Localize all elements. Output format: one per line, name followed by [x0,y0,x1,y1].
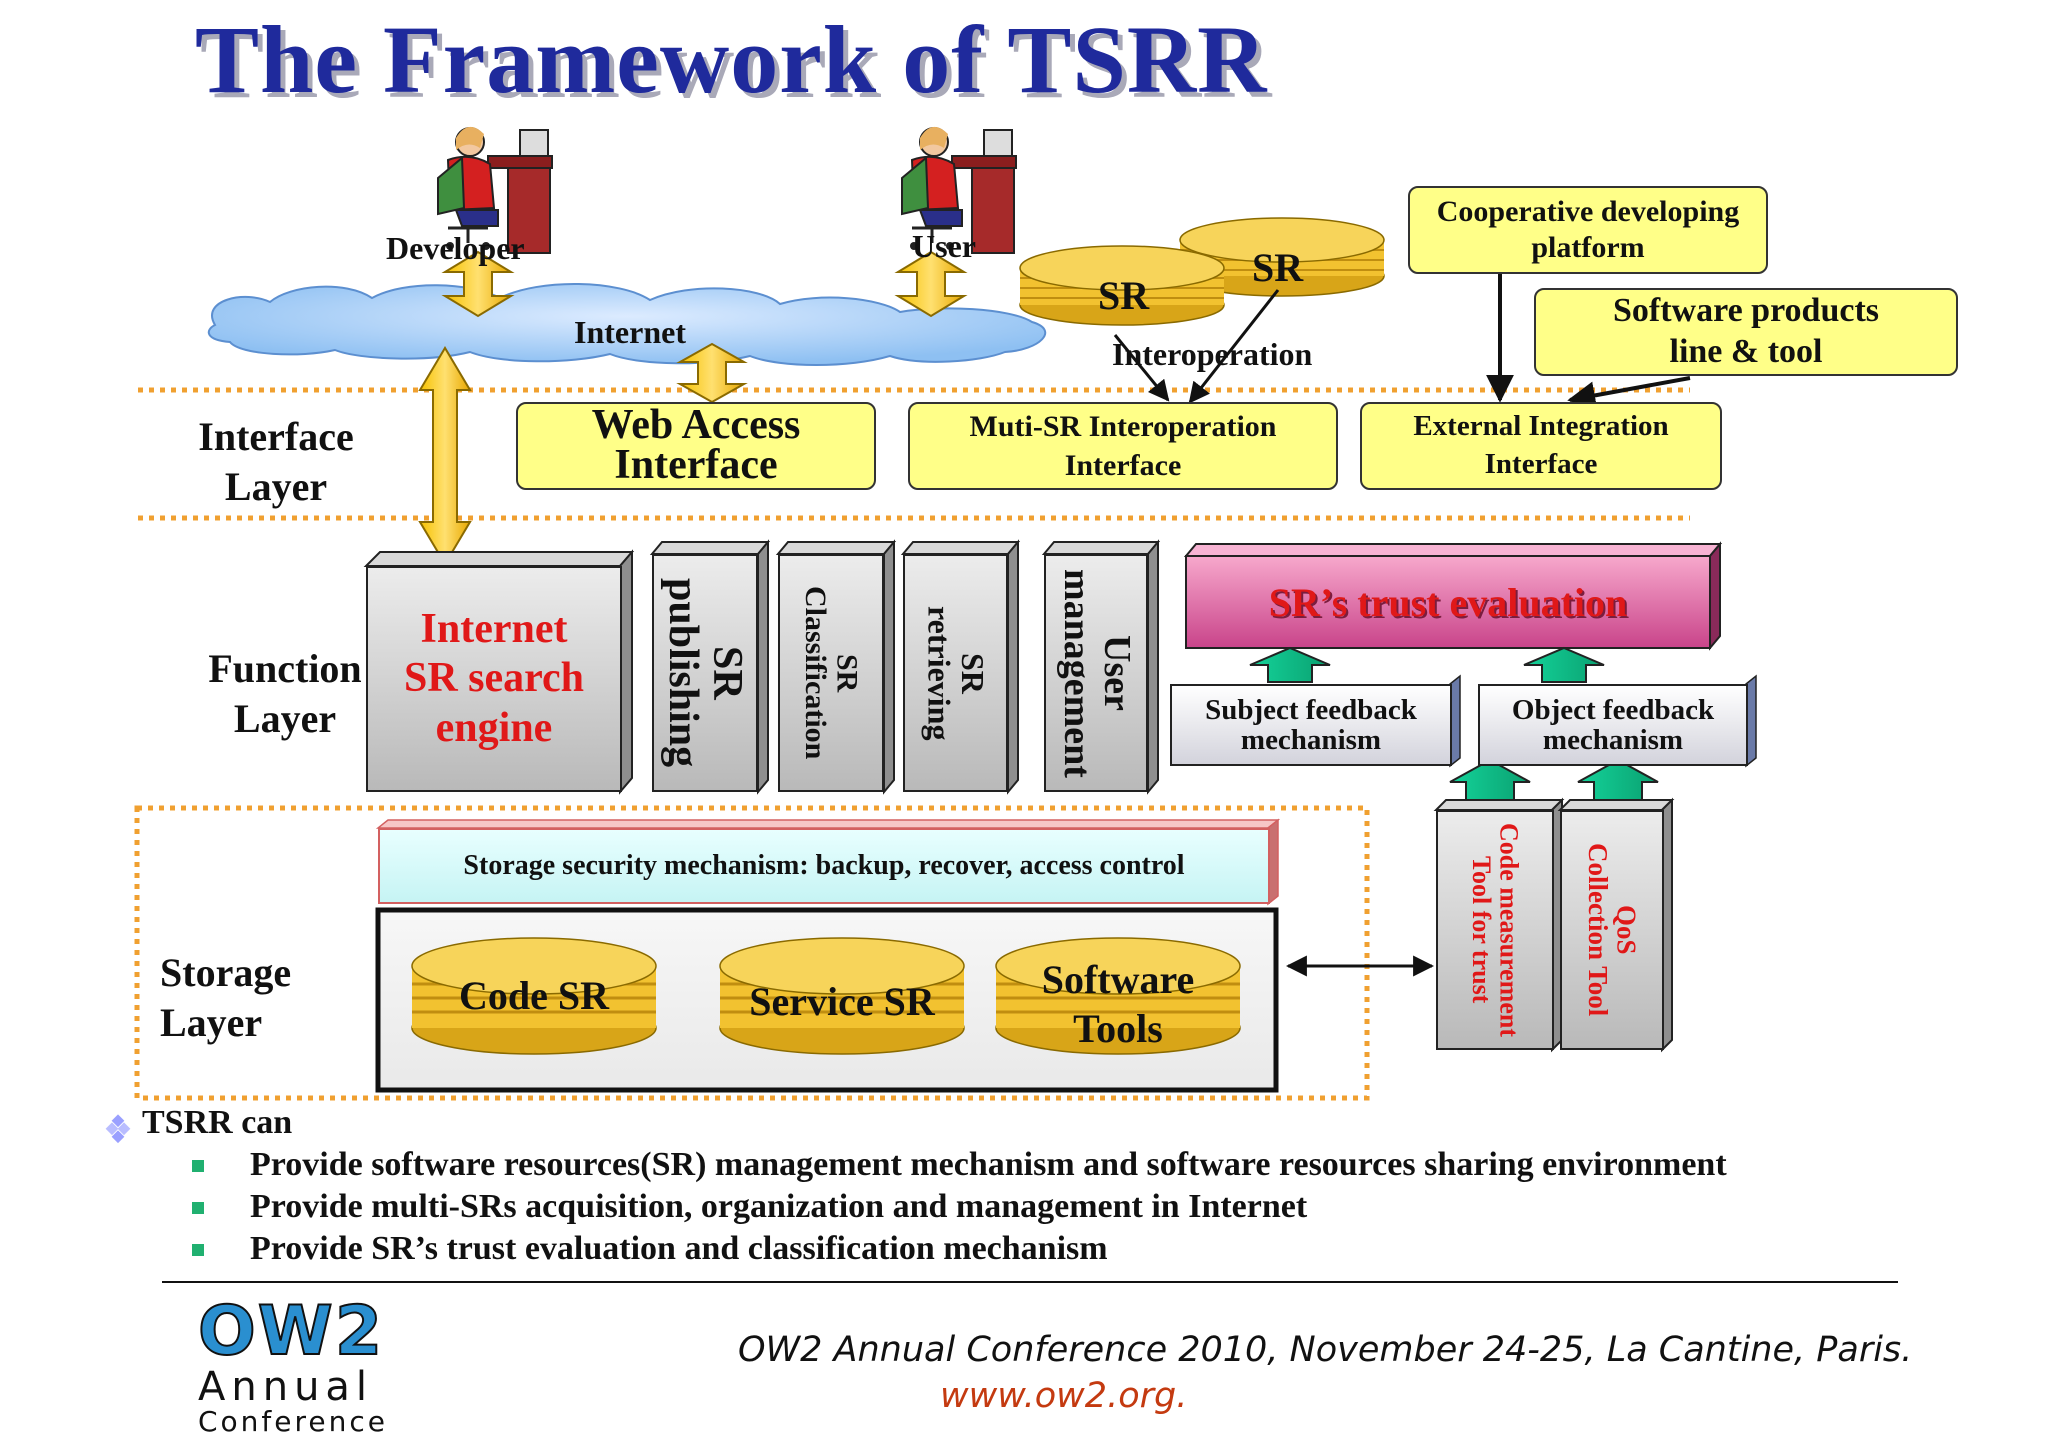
trust-evaluation-3d [1183,541,1723,651]
software-products-box: Software products line & tool [1534,288,1958,376]
footer-url[interactable]: www.ow2.org. [940,1376,1188,1416]
qos-collection-tool-box: QoS Collection Tool [1560,810,1664,1050]
subject-feedback-box: Subject feedback mechanism [1170,684,1452,766]
search-engine-label: Internet SR search engine [403,605,585,751]
bullet-item-3: Provide SR’s trust evaluation and classi… [250,1230,1108,1267]
software-tools-label: Software Tools [1041,957,1195,1051]
storage-layer-dotted-frame [134,805,1370,1101]
square-bullet-icon [192,1202,204,1214]
square-bullet-icon [192,1244,204,1256]
page-title: The Framework of TSRR [195,6,1268,113]
security-box-top [375,819,1281,829]
user-label: User [912,228,976,264]
products-to-external-arrow [1567,376,1691,410]
user-management-module: User management [1044,554,1148,792]
storage-security-box: Storage security mechanism: backup, reco… [378,828,1270,904]
database-disk-icon [411,937,657,1055]
code-tool-top [1433,799,1565,811]
bullet-heading: TSRR can [142,1104,293,1141]
interop-arrow-left [1113,334,1170,402]
footer-conference: OW2 Annual Conference 2010, November 24-… [738,1330,1913,1370]
classification-3d [775,539,897,795]
interoperation-label: Interoperation [1112,336,1313,372]
internet-webaccess-arrow [676,342,748,404]
ow2-annual-logo: OW2 Annual Conference [197,1292,428,1436]
square-bullet-icon [192,1160,204,1172]
green-arrow-subject [1249,646,1331,683]
logo-annual: Annual [198,1364,374,1410]
function-layer-label: Function Layer [208,646,362,741]
diamond-bullet-icon [105,1114,131,1144]
object-feedback-box: Object feedback mechanism [1478,684,1748,766]
web-access-interface-box: Web Access Interface [516,402,876,490]
database-disk-icon [995,937,1241,1055]
green-arrow-object [1523,646,1605,683]
trust-evaluation-label: SR’s trust evaluation [1268,579,1628,625]
sr-disk-label-right: SR [1252,245,1304,290]
interop-arrow-right [1188,289,1280,404]
qos-collection-tool-label: QoS Collection Tool [1583,843,1642,1017]
internet-searchengine-arrow [418,346,472,566]
cooperative-platform-box: Cooperative developing platform [1408,186,1768,274]
person-at-desk-icon [901,126,1017,254]
code-measurement-tool-label: Code measurement Tool for trust [1467,823,1524,1037]
code-measurement-tool-box: Code measurement Tool for trust [1436,810,1554,1050]
person-at-desk-icon [437,126,553,254]
logo-ow2: OW2 [197,1292,385,1371]
user-mgmt-3d [1041,539,1161,795]
service-sr-label: Service SR [749,979,935,1024]
sr-publishing-module: SR publishing [652,554,758,792]
database-disk-icon [719,937,965,1055]
search-engine-module: Internet SR search engine [366,566,622,792]
database-disk-icon [1019,245,1225,326]
logo-conference: Conference [198,1405,389,1438]
sr-classification-module: SR Classification [778,554,884,792]
bullet-item-2: Provide multi-SRs acquisition, organizat… [250,1188,1308,1225]
external-integration-interface-box: External Integration Interface [1360,402,1722,490]
retrieving-3d [900,539,1021,795]
multi-sr-interface-box: Muti-SR Interoperation Interface [908,402,1338,490]
storage-layer-label: Storage Layer [160,950,292,1045]
sr-retrieving-module: SR retrieving [903,554,1008,792]
code-sr-label: Code SR [458,973,610,1018]
interface-layer-label: Interface Layer [198,414,354,509]
qos-tool-top [1557,799,1675,811]
user-internet-arrow [894,250,968,318]
bullet-item-1: Provide software resources(SR) managemen… [250,1146,1727,1183]
developer-internet-arrow [441,250,515,318]
developer-label: Developer [386,230,525,266]
sr-disk-label-left: SR [1098,273,1150,318]
internet-label: Internet [574,314,686,350]
publishing-3d [649,539,771,795]
